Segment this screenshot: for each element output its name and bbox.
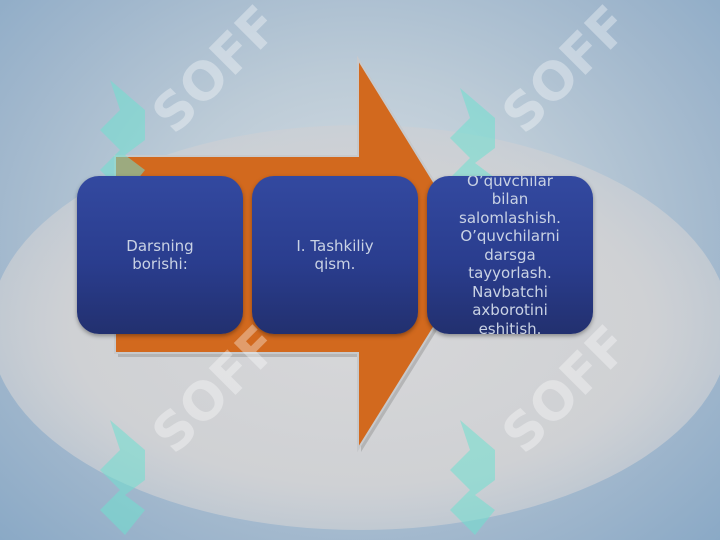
step-box-1: Darsning borishi:	[77, 176, 243, 334]
step-box-2: I. Tashkiliy qism.	[252, 176, 418, 334]
step-box-3: O’quvchilar bilan salomlashish. O’quvchi…	[427, 176, 593, 334]
step-label-3: O’quvchilar bilan salomlashish. O’quvchi…	[459, 176, 561, 334]
step-label-2: I. Tashkiliy qism.	[296, 236, 374, 274]
step-label-1: Darsning borishi:	[126, 236, 194, 274]
